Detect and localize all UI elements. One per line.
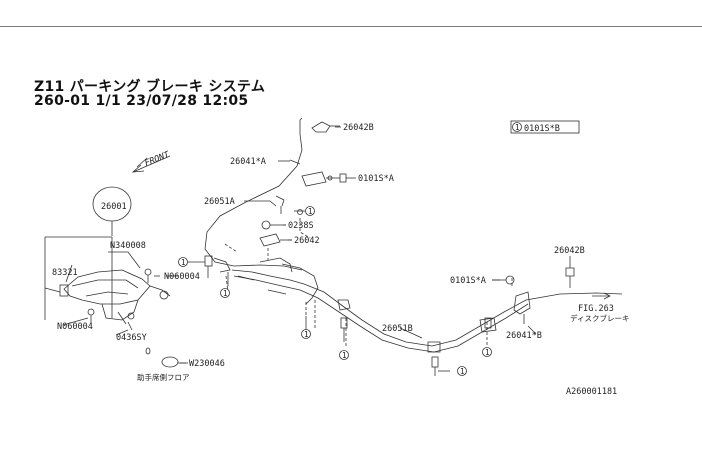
nut-0238S-icon bbox=[261, 220, 286, 230]
label-26041B: 26041*B bbox=[506, 331, 542, 341]
marker-1a-label: 1 bbox=[308, 207, 313, 216]
label-fig263: FIG.263 bbox=[578, 304, 614, 314]
clip-b2-icon bbox=[427, 341, 441, 353]
marker-1d bbox=[301, 329, 311, 339]
marker-1b-label: 1 bbox=[181, 258, 186, 267]
plug-W230046-icon bbox=[145, 347, 186, 368]
label-26001: 26001 bbox=[101, 202, 127, 212]
label-0436SY: 0436SY bbox=[116, 333, 147, 343]
grommet-26042B-top-icon bbox=[311, 121, 340, 133]
bolt-N340008-icon bbox=[144, 268, 152, 283]
label-26042B-top: 26042B bbox=[343, 123, 374, 133]
label-26051A: 26051A bbox=[204, 197, 235, 207]
legend-box bbox=[510, 120, 580, 134]
label-disc-brake: ディスクブレーキ bbox=[570, 313, 629, 323]
clip-b3-icon bbox=[479, 317, 497, 333]
label-26042B-right: 26042B bbox=[554, 246, 585, 256]
diagram-subtitle: 260-01 1/1 23/07/28 12:05 bbox=[34, 93, 249, 109]
marker-1d-label: 1 bbox=[304, 330, 309, 339]
bracket-26041A-icon bbox=[289, 159, 327, 187]
legend-marker bbox=[512, 122, 522, 132]
marker-1c-label: 1 bbox=[223, 289, 228, 298]
marker-1c bbox=[220, 288, 230, 298]
cable-26051B bbox=[299, 283, 623, 353]
bolt-N060004-left-icon bbox=[62, 308, 95, 326]
label-26051B: 26051B bbox=[382, 324, 413, 334]
label-83321: 83321 bbox=[52, 268, 78, 278]
label-0238S: 0238S bbox=[288, 221, 314, 231]
label-floor-note: 助手席側フロア bbox=[137, 372, 190, 382]
bolt-0436SY-icon bbox=[127, 312, 135, 331]
marker-1a bbox=[305, 206, 315, 216]
label-N060004-left: N060004 bbox=[57, 322, 93, 332]
legend-label: 0101S*B bbox=[524, 124, 560, 134]
bolt-b-left-icon bbox=[340, 317, 348, 342]
front-arrow-icon bbox=[131, 155, 171, 173]
label-0101SA-right: 0101S*A bbox=[450, 276, 486, 286]
label-N060004-right: N060004 bbox=[164, 272, 200, 282]
callout-marker-labels: 1 1 1 1 1 1 1 bbox=[181, 207, 490, 376]
arrow-to-fig263-icon bbox=[592, 292, 611, 300]
marker-1e-label: 1 bbox=[342, 351, 347, 360]
label-0101SA-top: 0101S*A bbox=[358, 174, 394, 184]
bracket-26041B-icon bbox=[513, 291, 531, 324]
bolt-0101SA-top-icon bbox=[326, 173, 356, 183]
front-label: FRONT bbox=[143, 150, 171, 169]
diagram-title: Z11 パーキング ブレーキ システム bbox=[34, 79, 266, 95]
label-26042: 26042 bbox=[294, 236, 320, 246]
bolt-b-mid-icon bbox=[431, 356, 450, 376]
legend-marker-label: 1 bbox=[515, 123, 520, 132]
bolt-b-right-icon bbox=[484, 317, 492, 329]
document-code: A260001181 bbox=[566, 387, 617, 397]
callout-markers bbox=[178, 206, 492, 376]
equalizer-icon bbox=[213, 257, 319, 305]
label-N340008: N340008 bbox=[110, 241, 146, 251]
marker-1f-label: 1 bbox=[460, 367, 465, 376]
bracket-26042-icon bbox=[259, 233, 292, 247]
marker-1b bbox=[178, 257, 188, 267]
clip-b1-icon bbox=[337, 299, 351, 311]
marker-1g-label: 1 bbox=[485, 348, 490, 357]
header-divider bbox=[0, 26, 702, 27]
grommet-26042B-right-icon bbox=[565, 256, 575, 288]
marker-1f bbox=[457, 366, 467, 376]
bolt-left-upper-icon bbox=[187, 255, 213, 278]
label-W230046: W230046 bbox=[189, 359, 225, 369]
parking-lever-body bbox=[59, 269, 171, 325]
marker-1e bbox=[339, 350, 349, 360]
marker-1g bbox=[482, 347, 492, 357]
label-26041A: 26041*A bbox=[230, 157, 266, 167]
